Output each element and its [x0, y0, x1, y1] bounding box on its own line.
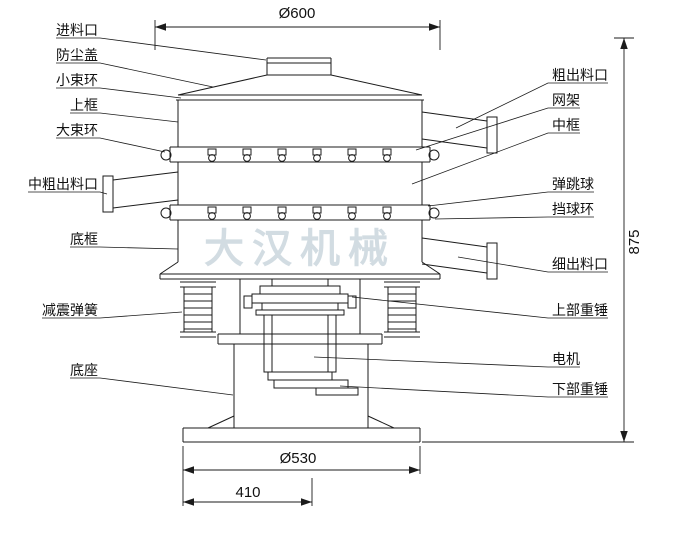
watermark-text: 大汉机械 [204, 227, 396, 271]
label-feed-inlet: 进料口 [56, 22, 98, 38]
label-damping-spring: 减震弹簧 [42, 302, 98, 318]
label-large-clamp-ring: 大束环 [56, 122, 98, 138]
dust-cover-part [176, 74, 424, 101]
machine-drawing [102, 57, 498, 443]
label-upper-weight: 上部重锤 [552, 302, 608, 318]
labels-left: 进料口 防尘盖 小束环 上框 大束环 中粗出料口 底框 减震弹簧 底座 [28, 22, 98, 378]
leader-medium-coarse-outlet [28, 191, 108, 195]
label-base: 底座 [70, 362, 98, 378]
leader-bottom-frame [70, 246, 179, 250]
label-middle-frame: 中框 [552, 117, 580, 133]
leader-fine-outlet [457, 256, 608, 273]
damping-spring-left [180, 281, 216, 338]
coarse-outlet-part [421, 111, 498, 154]
feed-inlet-part [266, 57, 332, 75]
leader-dust-cover [56, 62, 214, 88]
middle-frame-part [177, 162, 423, 205]
motor-part [255, 309, 345, 373]
label-mesh-frame: 网架 [552, 92, 580, 108]
label-dust-cover: 防尘盖 [56, 47, 98, 63]
label-coarse-outlet: 粗出料口 [552, 67, 608, 83]
leader-mesh-frame [415, 107, 580, 151]
dim-bottom-diameter-text: Ø530 [280, 450, 317, 467]
label-fine-outlet: 细出料口 [552, 256, 608, 272]
label-upper-frame: 上框 [70, 97, 98, 113]
label-motor: 电机 [552, 351, 580, 367]
bottom-frame-part [177, 220, 423, 262]
leader-damping-spring [42, 311, 183, 319]
leader-lines [28, 37, 608, 398]
leader-small-clamp-ring [56, 87, 182, 99]
dimension-bottom-diameter: Ø530 [182, 446, 421, 506]
dimension-total-height: 875 [422, 37, 643, 443]
upper-weight-part [243, 278, 357, 311]
leader-upper-frame [70, 112, 179, 123]
medium-coarse-outlet-part [102, 171, 179, 213]
upper-frame-part [177, 100, 423, 147]
screen-band-1 [160, 146, 440, 163]
dim-top-diameter-text: Ø600 [279, 5, 316, 22]
dim-total-height-text: 875 [626, 229, 643, 254]
leader-lower-weight [339, 385, 608, 398]
dimension-top-diameter: Ø600 [154, 5, 441, 50]
label-bouncing-ball: 弹跳球 [552, 176, 594, 192]
fine-outlet-part [421, 237, 498, 280]
label-small-clamp-ring: 小束环 [56, 72, 98, 88]
leader-coarse-outlet [455, 82, 608, 129]
label-bottom-frame: 底框 [70, 231, 98, 247]
damping-spring-right [384, 281, 420, 338]
leader-upper-weight [351, 296, 608, 319]
label-ball-stop-ring: 挡球环 [552, 201, 594, 217]
leader-large-clamp-ring [56, 137, 166, 153]
base-part [182, 333, 421, 443]
leader-bouncing-ball [427, 191, 594, 207]
dim-base-width-text: 410 [235, 484, 260, 501]
labels-right: 粗出料口 网架 中框 弹跳球 挡球环 细出料口 上部重锤 电机 下部重锤 [552, 67, 608, 397]
leader-feed-inlet [56, 37, 267, 61]
leader-ball-stop-ring [434, 216, 594, 220]
label-lower-weight: 下部重锤 [552, 381, 608, 397]
label-medium-coarse-outlet: 中粗出料口 [28, 176, 98, 192]
leader-motor [313, 356, 580, 368]
leader-base [70, 377, 234, 396]
lower-weight-part [267, 371, 359, 396]
dimension-base-width: 410 [183, 478, 313, 506]
motor-mount-columns [239, 279, 361, 334]
screen-band-2 [160, 204, 440, 221]
leader-middle-frame [411, 132, 580, 185]
